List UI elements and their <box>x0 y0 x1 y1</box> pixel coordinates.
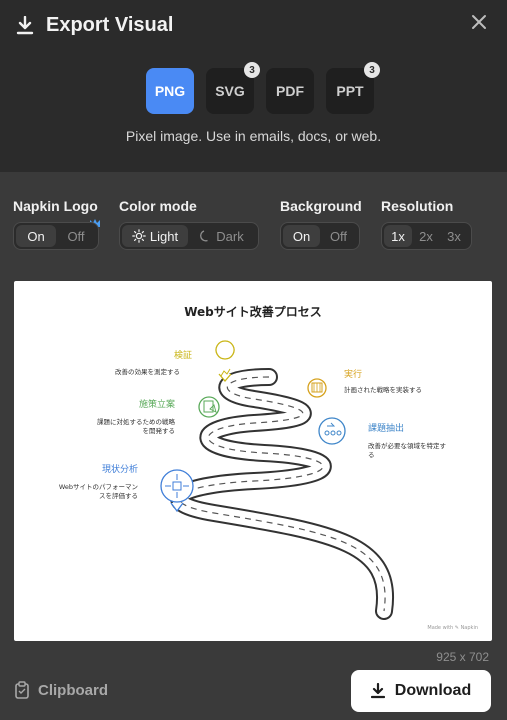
background-off[interactable]: Off <box>329 228 348 244</box>
step-planning-text-1: 課題に対処するための戦略 <box>97 417 176 426</box>
step-issue-heading: 課題抽出 <box>368 422 404 434</box>
format-label: PPT <box>336 83 364 99</box>
step-issue-text-1: 改善が必要な領域を特定す <box>368 441 447 450</box>
color-mode-dark[interactable]: Dark <box>188 225 254 247</box>
step-verify-heading: 検証 <box>174 349 192 361</box>
upgrade-badge: 3 <box>364 62 380 78</box>
format-pdf-button[interactable]: PDF <box>266 68 314 114</box>
color-mode-light[interactable]: Light <box>122 225 188 247</box>
issue-pin <box>318 417 346 445</box>
background-on[interactable]: On <box>283 225 320 247</box>
execute-pin <box>307 378 327 398</box>
step-analysis-text-2: スを評価する <box>99 491 138 500</box>
step-analysis-text-1: Webサイトのパフォーマン <box>59 483 138 491</box>
planning-pin <box>198 396 220 418</box>
resolution-label: Resolution <box>381 198 454 214</box>
clipboard-icon <box>15 681 29 699</box>
clipboard-label: Clipboard <box>38 681 108 699</box>
road-centerline <box>178 376 386 612</box>
step-analysis-heading: 現状分析 <box>102 463 138 475</box>
step-verify-text: 改善の効果を測定する <box>115 367 180 376</box>
download-label: Download <box>394 682 472 699</box>
format-description: Pixel image. Use in emails, docs, or web… <box>125 128 382 144</box>
color-mode-toggle: Light Dark <box>119 222 259 250</box>
resolution-3x[interactable]: 3x <box>447 228 461 244</box>
step-execute-text: 計画された戦略を実装する <box>344 385 422 394</box>
step-planning-heading: 施策立案 <box>139 398 175 410</box>
napkin-logo-on[interactable]: On <box>16 225 56 247</box>
image-dimensions: 925 x 702 <box>436 650 489 664</box>
resolution-2x[interactable]: 2x <box>419 228 433 244</box>
upgrade-badge: 3 <box>244 62 260 78</box>
export-preview: Webサイト改善プロセス <box>14 281 492 641</box>
resolution-1x[interactable]: 1x <box>384 225 412 247</box>
napkin-watermark: Made with ✎ Napkin <box>427 625 478 631</box>
format-label: PDF <box>276 83 304 99</box>
format-label: PNG <box>154 83 186 99</box>
format-png-button[interactable]: PNG <box>146 68 194 114</box>
resolution-toggle: 1x 2x 3x <box>381 222 472 250</box>
diagram-title: Webサイト改善プロセス <box>184 304 322 319</box>
background-label: Background <box>280 198 362 214</box>
clipboard-button[interactable]: Clipboard <box>14 681 108 699</box>
step-execute-heading: 実行 <box>344 368 362 380</box>
preview-diagram: Webサイト改善プロセス <box>59 304 478 631</box>
dialog-title: Export Visual <box>46 14 174 36</box>
color-mode-dark-label: Dark <box>216 228 244 244</box>
download-icon <box>370 683 385 699</box>
analysis-pin <box>160 469 194 513</box>
verify-pin <box>215 340 235 382</box>
close-icon[interactable] <box>467 10 491 34</box>
background-toggle: On Off <box>280 222 360 250</box>
color-mode-light-label: Light <box>149 228 179 244</box>
sun-icon <box>132 229 146 243</box>
moon-icon <box>200 230 208 242</box>
title-row: Export Visual <box>16 14 173 37</box>
format-label: SVG <box>215 83 245 99</box>
step-issue-text-2: る <box>368 451 375 459</box>
napkin-logo-off[interactable]: Off <box>67 228 85 244</box>
format-svg-button[interactable]: SVG 3 <box>206 62 260 114</box>
napkin-logo-toggle: On Off <box>13 222 99 250</box>
napkin-logo-label: Napkin Logo <box>13 198 98 214</box>
color-mode-label: Color mode <box>119 198 197 214</box>
step-planning-text-2: を開発する <box>143 426 176 435</box>
download-icon <box>16 15 34 34</box>
download-button[interactable]: Download <box>351 670 491 712</box>
